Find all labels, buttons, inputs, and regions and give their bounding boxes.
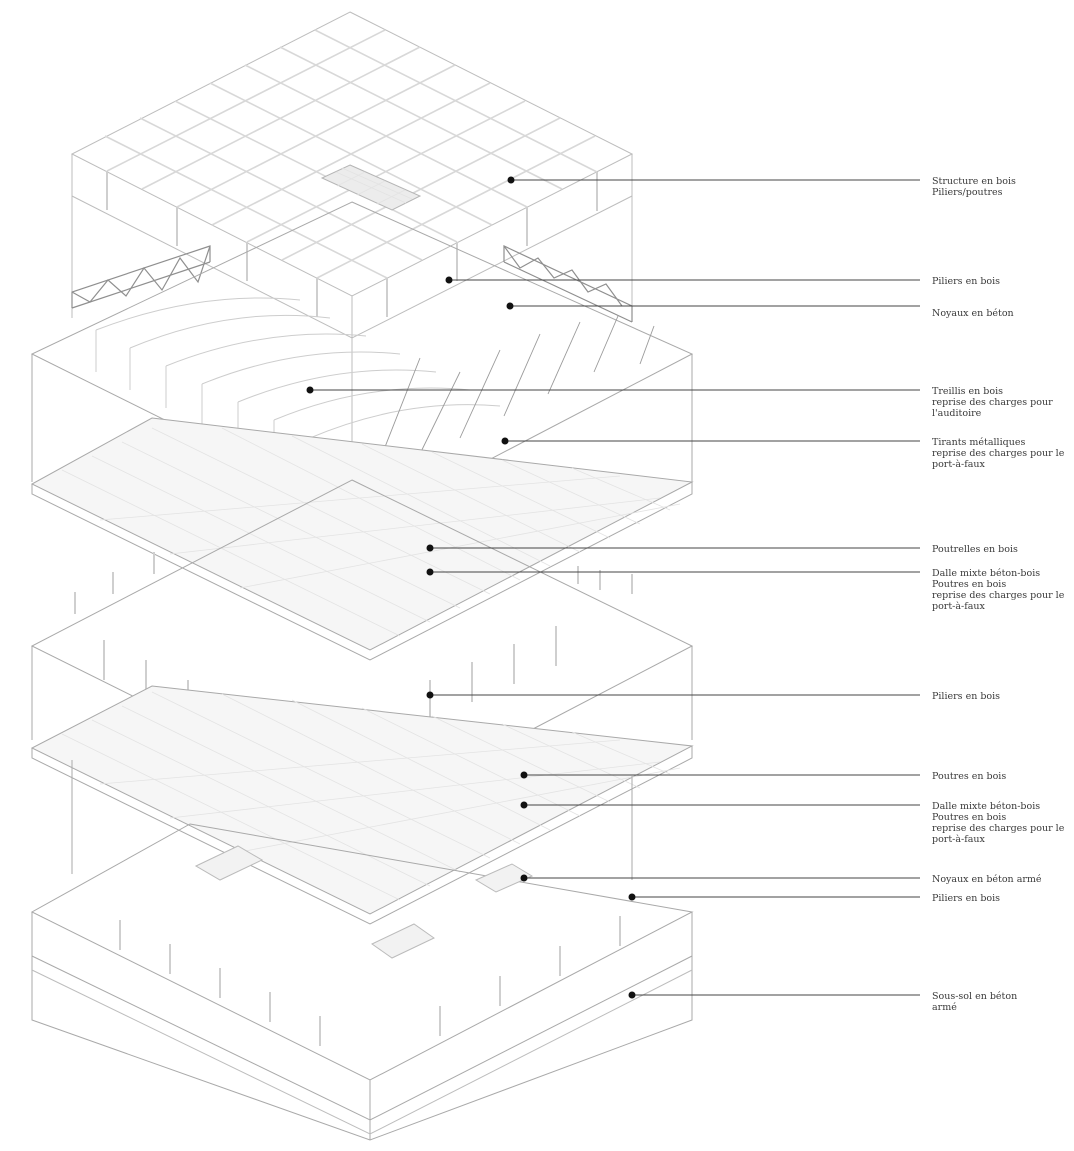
side-trusses xyxy=(71,245,633,323)
slab-level-2 xyxy=(30,685,694,925)
roof-timber-structure xyxy=(70,11,634,460)
annotation-dots xyxy=(306,176,636,999)
leader-dot xyxy=(501,437,509,445)
label-tirants: Tirants métalliques reprise des charges … xyxy=(932,437,1067,470)
annotation-leaders xyxy=(310,179,920,996)
leader-dot xyxy=(507,176,515,184)
leader-dot xyxy=(520,771,528,779)
leader-dot xyxy=(426,544,434,552)
label-structure-bois: Structure en bois Piliers/poutres xyxy=(932,176,1019,198)
leader-dot xyxy=(426,691,434,699)
label-noyaux-arme: Noyaux en béton armé xyxy=(932,874,1042,885)
label-piliers-mid: Piliers en bois xyxy=(932,691,1000,702)
label-poutrelles: Poutrelles en bois xyxy=(932,544,1018,555)
basement xyxy=(31,912,693,1141)
leader-dot xyxy=(520,801,528,809)
leader-dot xyxy=(628,893,636,901)
leader-dot xyxy=(628,991,636,999)
label-dalle-1: Dalle mixte béton-bois Poutres en bois r… xyxy=(932,568,1067,612)
label-sous-sol: Sous-sol en béton armé xyxy=(932,991,1020,1013)
label-noyaux-top: Noyaux en béton xyxy=(932,308,1014,319)
annotation-labels: Structure en bois Piliers/poutres Pilier… xyxy=(932,176,1067,1013)
leader-dot xyxy=(445,276,453,284)
leader-dot xyxy=(426,568,434,576)
label-treillis: Treillis en bois reprise des charges pou… xyxy=(932,386,1056,419)
label-piliers-low: Piliers en bois xyxy=(932,893,1000,904)
leader-dot xyxy=(520,874,528,882)
label-piliers-top: Piliers en bois xyxy=(932,276,1000,287)
auditorium-level xyxy=(30,201,694,650)
label-dalle-2: Dalle mixte béton-bois Poutres en bois r… xyxy=(932,801,1067,845)
label-poutres: Poutres en bois xyxy=(932,771,1006,782)
leader-dot xyxy=(506,302,514,310)
leader-dot xyxy=(306,386,314,394)
ground-level xyxy=(30,760,694,1081)
slab-level-1 xyxy=(30,417,694,661)
